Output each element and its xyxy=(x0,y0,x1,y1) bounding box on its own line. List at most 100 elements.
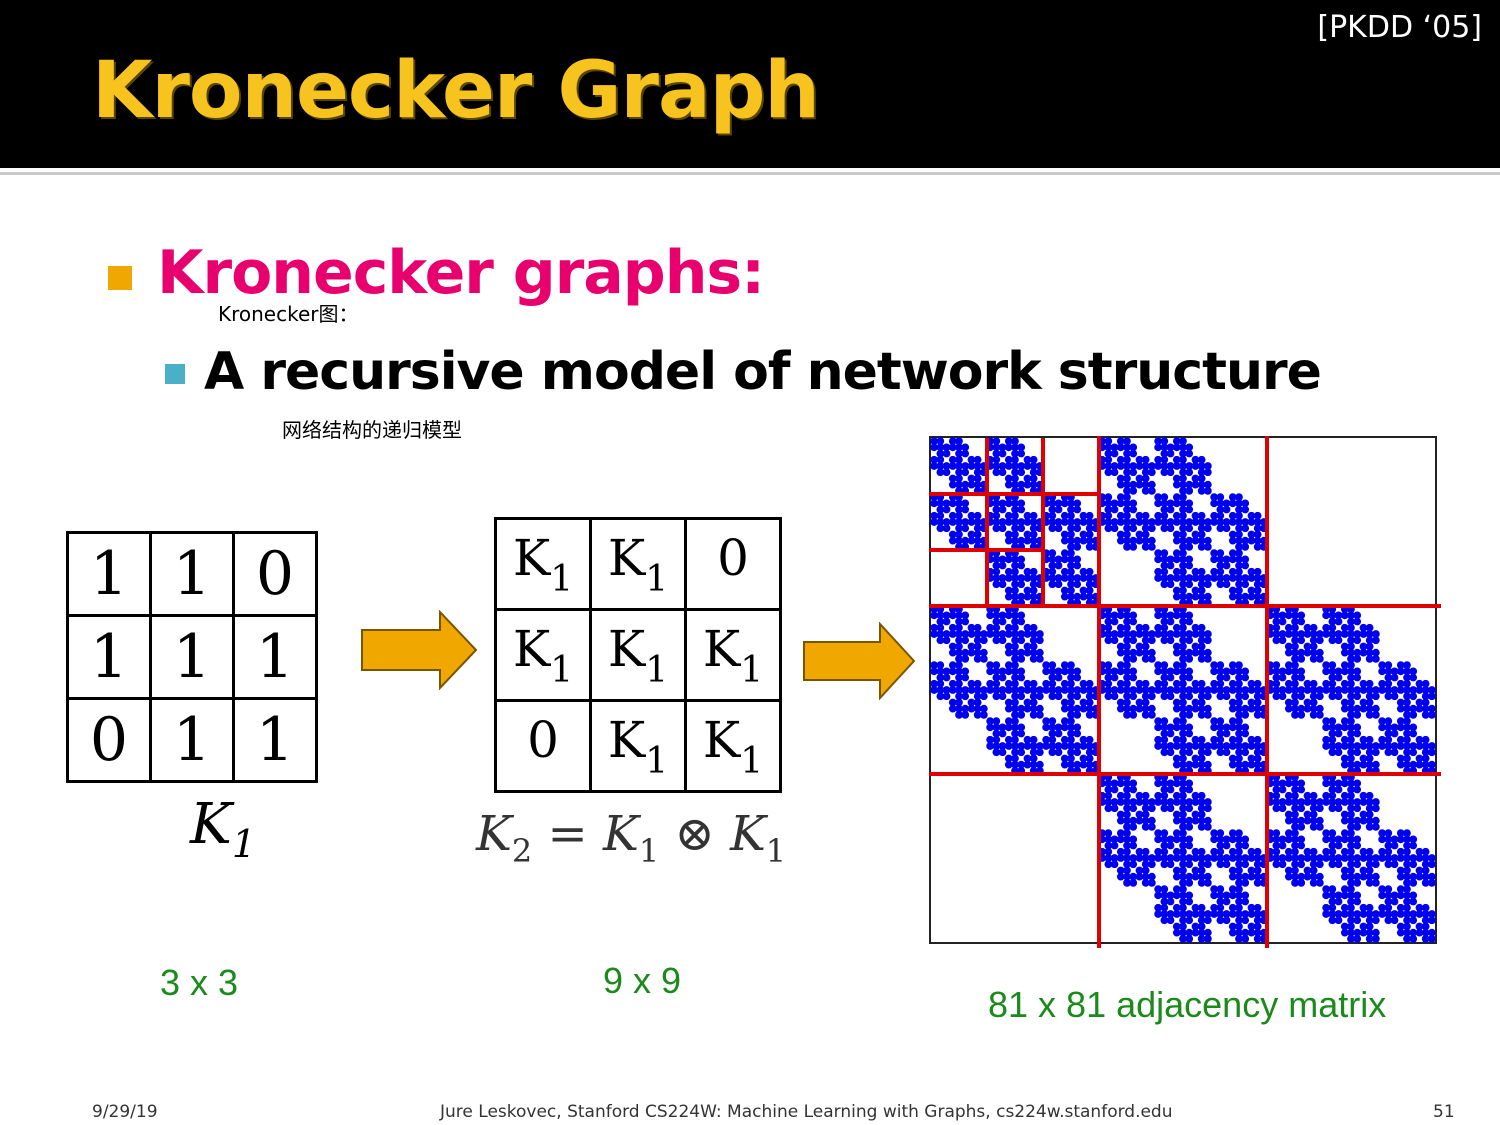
adjacency-dot xyxy=(1060,754,1069,763)
adjacency-dot xyxy=(1291,823,1299,831)
adjacency-dot xyxy=(1135,854,1144,862)
adjacency-dot xyxy=(1011,611,1019,620)
adjacency-dot xyxy=(1004,754,1013,763)
adjacency-dot xyxy=(1309,686,1318,694)
adjacency-dot xyxy=(1216,891,1225,900)
adjacency-dot xyxy=(1123,661,1131,669)
adjacency-dot xyxy=(1197,760,1206,769)
adjacency-dot xyxy=(1179,847,1187,856)
adjacency-dot xyxy=(1123,785,1131,794)
adjacency-dot xyxy=(1216,717,1225,725)
adjacency-dot xyxy=(1303,648,1312,657)
adjacency-dot xyxy=(1272,785,1281,794)
adjacency-dot xyxy=(973,655,982,663)
adjacency-dot xyxy=(1297,711,1306,719)
adjacency-dot xyxy=(1403,829,1411,837)
adjacency-dot xyxy=(1222,505,1231,514)
adjacency-dot xyxy=(1141,791,1150,800)
adjacency-dot xyxy=(1011,630,1019,638)
adjacency-dots xyxy=(930,437,1436,943)
adjacency-dot xyxy=(1085,586,1094,595)
adjacency-dot xyxy=(1322,910,1330,918)
adjacency-dot xyxy=(1160,910,1169,918)
adjacency-dot xyxy=(1160,835,1169,844)
adjacency-dot xyxy=(1197,480,1206,489)
adjacency-dot xyxy=(1129,798,1138,806)
adjacency-dot xyxy=(1023,742,1032,750)
adjacency-dot xyxy=(1166,723,1175,732)
adjacency-dot xyxy=(1378,910,1386,918)
adjacency-dot xyxy=(1054,729,1063,738)
adjacency-dot xyxy=(1384,891,1393,900)
adjacency-dot xyxy=(1353,928,1362,937)
adjacency-dot xyxy=(1303,798,1312,806)
adjacency-dot xyxy=(1160,499,1169,508)
adjacency-dot xyxy=(955,642,963,651)
adjacency-dot xyxy=(1154,511,1162,520)
adjacency-dot xyxy=(1328,897,1337,906)
adjacency-dot xyxy=(1197,530,1206,539)
adjacency-dot xyxy=(1241,935,1250,943)
adjacency-dot xyxy=(1272,667,1281,676)
adjacency-dot xyxy=(1123,468,1131,477)
adjacency-dot xyxy=(1104,511,1113,520)
adjacency-dot xyxy=(1272,835,1281,844)
adjacency-dot xyxy=(1309,879,1318,887)
adjacency-dot xyxy=(1141,623,1150,632)
adjacency-size-label: 81 x 81 adjacency matrix xyxy=(988,984,1387,1025)
adjacency-dot xyxy=(1185,910,1194,918)
adjacency-dot xyxy=(1185,816,1194,825)
adjacency-dot xyxy=(973,636,982,645)
adjacency-dot xyxy=(1297,686,1306,694)
adjacency-dot xyxy=(1179,754,1187,763)
adjacency-dot xyxy=(1011,580,1019,589)
adjacency-dot xyxy=(1428,928,1436,937)
adjacency-dot xyxy=(1340,816,1349,825)
adjacency-dot xyxy=(1235,586,1243,595)
adjacency-dot xyxy=(973,630,982,638)
adjacency-dot xyxy=(1004,623,1013,632)
adjacency-dot xyxy=(1309,642,1318,651)
adjacency-dot xyxy=(1309,860,1318,869)
adjacency-dot xyxy=(1365,903,1374,912)
adjacency-dot xyxy=(1166,580,1175,589)
adjacency-dot xyxy=(1322,779,1330,788)
adjacency-dot xyxy=(1172,567,1181,576)
adjacency-dot xyxy=(1328,611,1337,620)
adjacency-dot xyxy=(1141,524,1150,533)
adjacency-dot xyxy=(1011,574,1019,582)
adjacency-dot xyxy=(1123,816,1131,825)
adjacency-dot xyxy=(1123,860,1131,869)
adjacency-dot xyxy=(1334,860,1343,869)
adjacency-dot xyxy=(1079,742,1088,750)
adjacency-dot xyxy=(1235,499,1243,508)
adjacency-dot xyxy=(1228,493,1237,501)
adjacency-dot xyxy=(1204,823,1212,831)
adjacency-dot xyxy=(1011,729,1019,738)
adjacency-dot xyxy=(1340,611,1349,620)
adjacency-dot xyxy=(1085,760,1094,769)
adjacency-dot xyxy=(1116,661,1125,669)
adjacency-dot xyxy=(1185,748,1194,757)
adjacency-dot xyxy=(948,437,957,445)
adjacency-dot xyxy=(1284,854,1293,862)
adjacency-dot xyxy=(1409,686,1418,694)
adjacency-dot xyxy=(1403,847,1411,856)
adjacency-dot xyxy=(1011,698,1019,707)
adjacency-dot xyxy=(1347,673,1355,682)
adjacency-dot xyxy=(1172,555,1181,564)
adjacency-dot xyxy=(1415,760,1424,769)
adjacency-dot xyxy=(1079,735,1088,744)
adjacency-dot xyxy=(1185,518,1194,526)
adjacency-dot xyxy=(1347,916,1355,925)
adjacency-dot xyxy=(1390,897,1399,906)
adjacency-dot xyxy=(961,462,970,470)
adjacency-dot xyxy=(1123,642,1131,651)
adjacency-dot xyxy=(1253,935,1262,943)
adjacency-dot xyxy=(1204,748,1212,757)
adjacency-dot xyxy=(1085,511,1094,520)
adjacency-dot xyxy=(1160,885,1169,893)
adjacency-dot xyxy=(1372,704,1380,713)
adjacency-dot xyxy=(1421,692,1430,701)
adjacency-dot xyxy=(1160,617,1169,626)
